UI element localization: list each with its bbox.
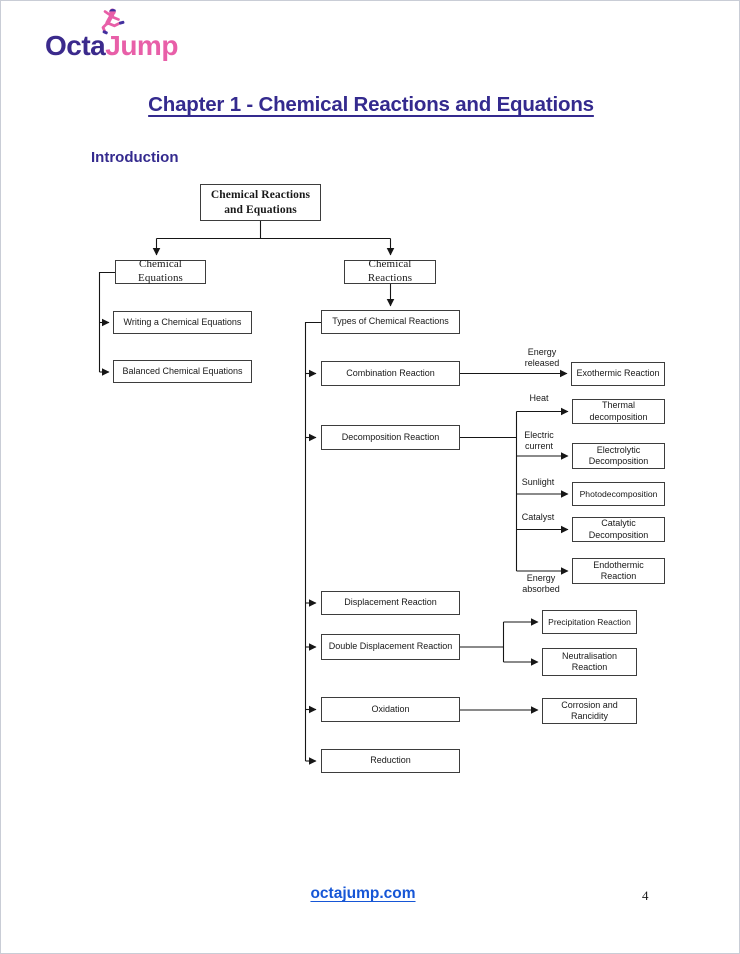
flowchart-node-catalytic-decomposition: Catalytic Decomposition — [572, 517, 665, 542]
octajump-logo: OctaJump — [45, 31, 178, 61]
flowchart-node-reduction: Reduction — [321, 749, 460, 773]
flowchart-node-electrolytic-decomposition: Electrolytic Decomposition — [572, 443, 665, 469]
flowchart-node-precipitation-reaction: Precipitation Reaction — [542, 610, 637, 634]
flowchart-node-types-of-chemical-reactions: Types of Chemical Reactions — [321, 310, 460, 334]
logo-text-jump: Jump — [105, 30, 178, 61]
flowchart-node-chemical-reactions: Chemical Reactions — [344, 258, 436, 284]
flowchart-node-balanced-chemical-equations: Balanced Chemical Equations — [113, 360, 252, 383]
edge-label-sunlight: Sunlight — [521, 477, 555, 487]
flowchart-node-neutralisation-reaction: Neutralisation Reaction — [542, 648, 637, 676]
flowchart-node-thermal-decomposition: Thermal decomposition — [572, 399, 665, 424]
edge-label-energy-released: Energy released — [524, 347, 560, 368]
edge-label-electric-current: Electric current — [524, 430, 554, 451]
flowchart-node-decomposition-reaction: Decomposition Reaction — [321, 425, 460, 450]
section-heading-introduction: Introduction — [91, 149, 179, 166]
page-title-text: Chapter 1 - Chemical Reactions and Equat… — [148, 93, 594, 116]
flowchart-node-chemical-equations: Chemical Equations — [115, 258, 206, 284]
page-number: 4 — [642, 888, 649, 903]
flowchart-node-root: Chemical Reactions and Equations — [200, 184, 321, 221]
page-title: Chapter 1 - Chemical Reactions and Equat… — [1, 93, 739, 117]
footer-website-link[interactable]: octajump.com — [310, 885, 416, 902]
flowchart-node-displacement-reaction: Displacement Reaction — [321, 591, 460, 615]
flowchart-node-exothermic-reaction: Exothermic Reaction — [571, 362, 665, 386]
edge-label-catalyst: Catalyst — [521, 512, 555, 522]
edge-label-heat: Heat — [529, 393, 549, 403]
flowchart-node-oxidation: Oxidation — [321, 697, 460, 722]
flowchart-node-combination-reaction: Combination Reaction — [321, 361, 460, 386]
flowchart-node-double-displacement-reaction: Double Displacement Reaction — [321, 634, 460, 660]
flowchart-node-endothermic-reaction: Endothermic Reaction — [572, 558, 665, 584]
flowchart-node-writing-chemical-equations: Writing a Chemical Equations — [113, 311, 252, 334]
jumping-figure-icon — [101, 8, 125, 35]
logo-text-octa: Octa — [45, 30, 106, 61]
flowchart-node-corrosion-and-rancidity: Corrosion and Rancidity — [542, 698, 637, 724]
edge-label-energy-absorbed: Energy absorbed — [522, 573, 560, 594]
flowchart-node-photodecomposition: Photodecomposition — [572, 482, 665, 506]
